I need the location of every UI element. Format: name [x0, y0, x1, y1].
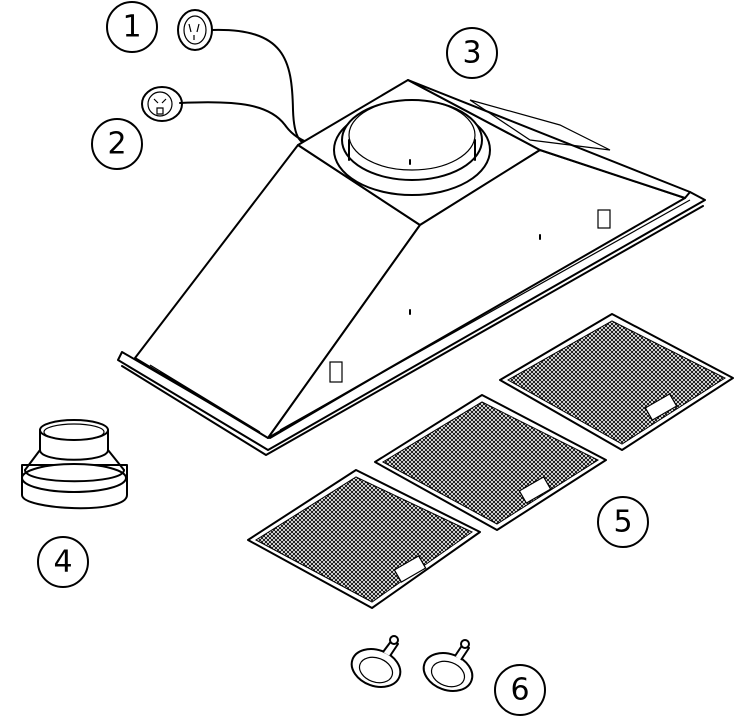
callout-3-label: 3: [462, 36, 481, 71]
grease-filter-3: [499, 313, 734, 451]
power-cord-plug-2: [141, 86, 324, 153]
callout-4: 4: [37, 536, 89, 588]
callout-5: 5: [597, 496, 649, 548]
callout-1: 1: [106, 1, 158, 53]
knob-1: [350, 635, 402, 688]
knob-2: [422, 639, 474, 692]
callout-5-label: 5: [613, 505, 632, 540]
callout-6-label: 6: [510, 673, 529, 708]
grease-filter-2: [374, 394, 607, 531]
callout-3: 3: [446, 27, 498, 79]
callout-2-label: 2: [107, 127, 126, 162]
callout-4-label: 4: [53, 545, 72, 580]
callout-2: 2: [91, 118, 143, 170]
duct-adapter: [21, 419, 128, 510]
range-hood-body: [117, 79, 706, 456]
power-cord-plug-1: [177, 9, 319, 148]
callout-6: 6: [494, 664, 546, 716]
grease-filter-1: [247, 469, 481, 609]
callout-1-label: 1: [122, 10, 141, 45]
